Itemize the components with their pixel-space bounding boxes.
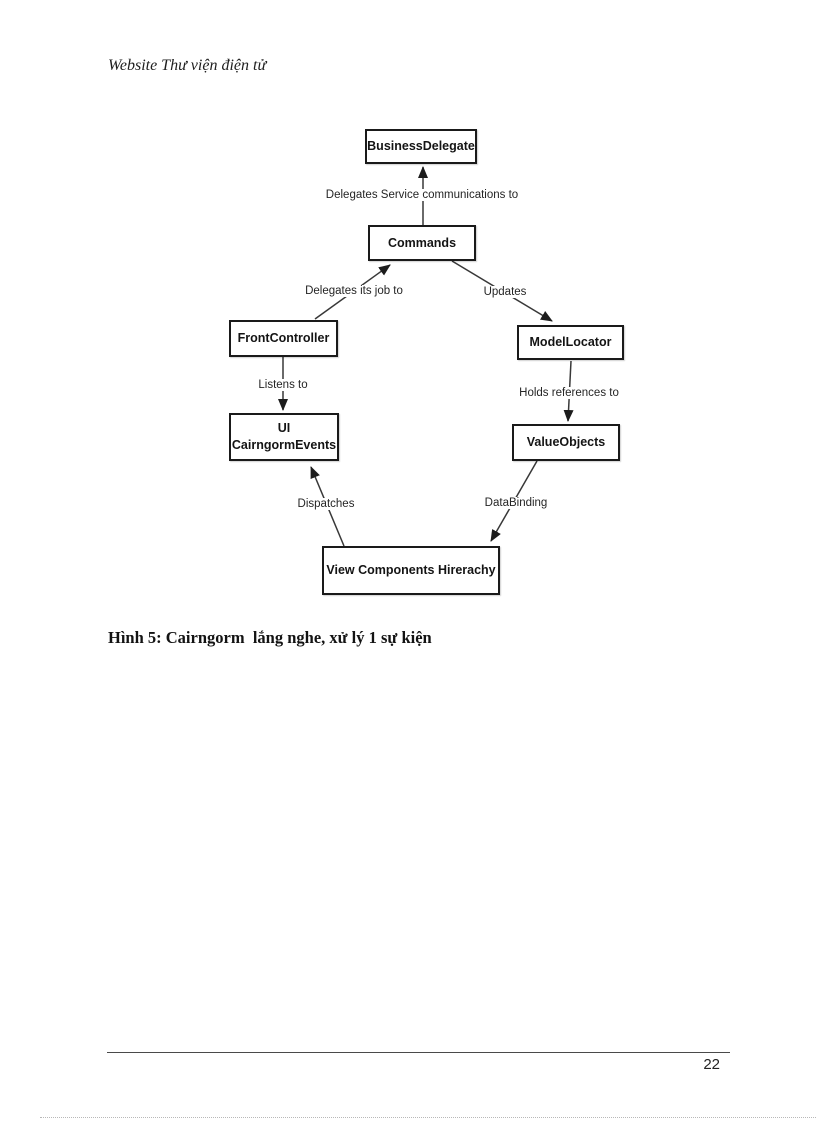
figure-caption: Hình 5: Cairngorm lắng nghe, xử lý 1 sự …	[108, 628, 432, 647]
node-value-objects: ValueObjects	[512, 424, 620, 461]
page-header: Website Thư viện điện tử	[108, 57, 267, 74]
node-ui-cairngorm-events-line1: UI	[277, 421, 291, 436]
edge-label-dispatches: Dispatches	[294, 498, 358, 510]
node-front-controller: FrontController	[229, 320, 338, 357]
edge-label-databinding: DataBinding	[481, 497, 551, 509]
node-view-components-hierarchy: View Components Hirerachy	[322, 546, 500, 595]
node-ui-cairngorm-events-line2: CairngormEvents	[231, 438, 337, 452]
node-business-delegate: BusinessDelegate	[365, 129, 477, 164]
footer-rule	[107, 1052, 730, 1053]
edge-label-updates: Updates	[480, 286, 530, 298]
bottom-dotted-line	[40, 1117, 816, 1118]
edge-label-listens-to: Listens to	[255, 379, 311, 391]
edge-label-delegates-its-job: Delegates its job to	[302, 285, 406, 297]
node-commands: Commands	[368, 225, 476, 261]
cairngorm-diagram: BusinessDelegate Commands FrontControlle…	[229, 129, 624, 595]
node-model-locator: ModelLocator	[517, 325, 624, 360]
page-number: 22	[703, 1056, 720, 1073]
edge-label-delegates-service-communications: Delegates Service communications to	[322, 189, 522, 201]
node-ui-cairngorm-events: UI CairngormEvents	[229, 413, 339, 461]
diagram-connectors	[278, 166, 574, 547]
edge-label-holds-references-to: Holds references to	[516, 387, 622, 399]
